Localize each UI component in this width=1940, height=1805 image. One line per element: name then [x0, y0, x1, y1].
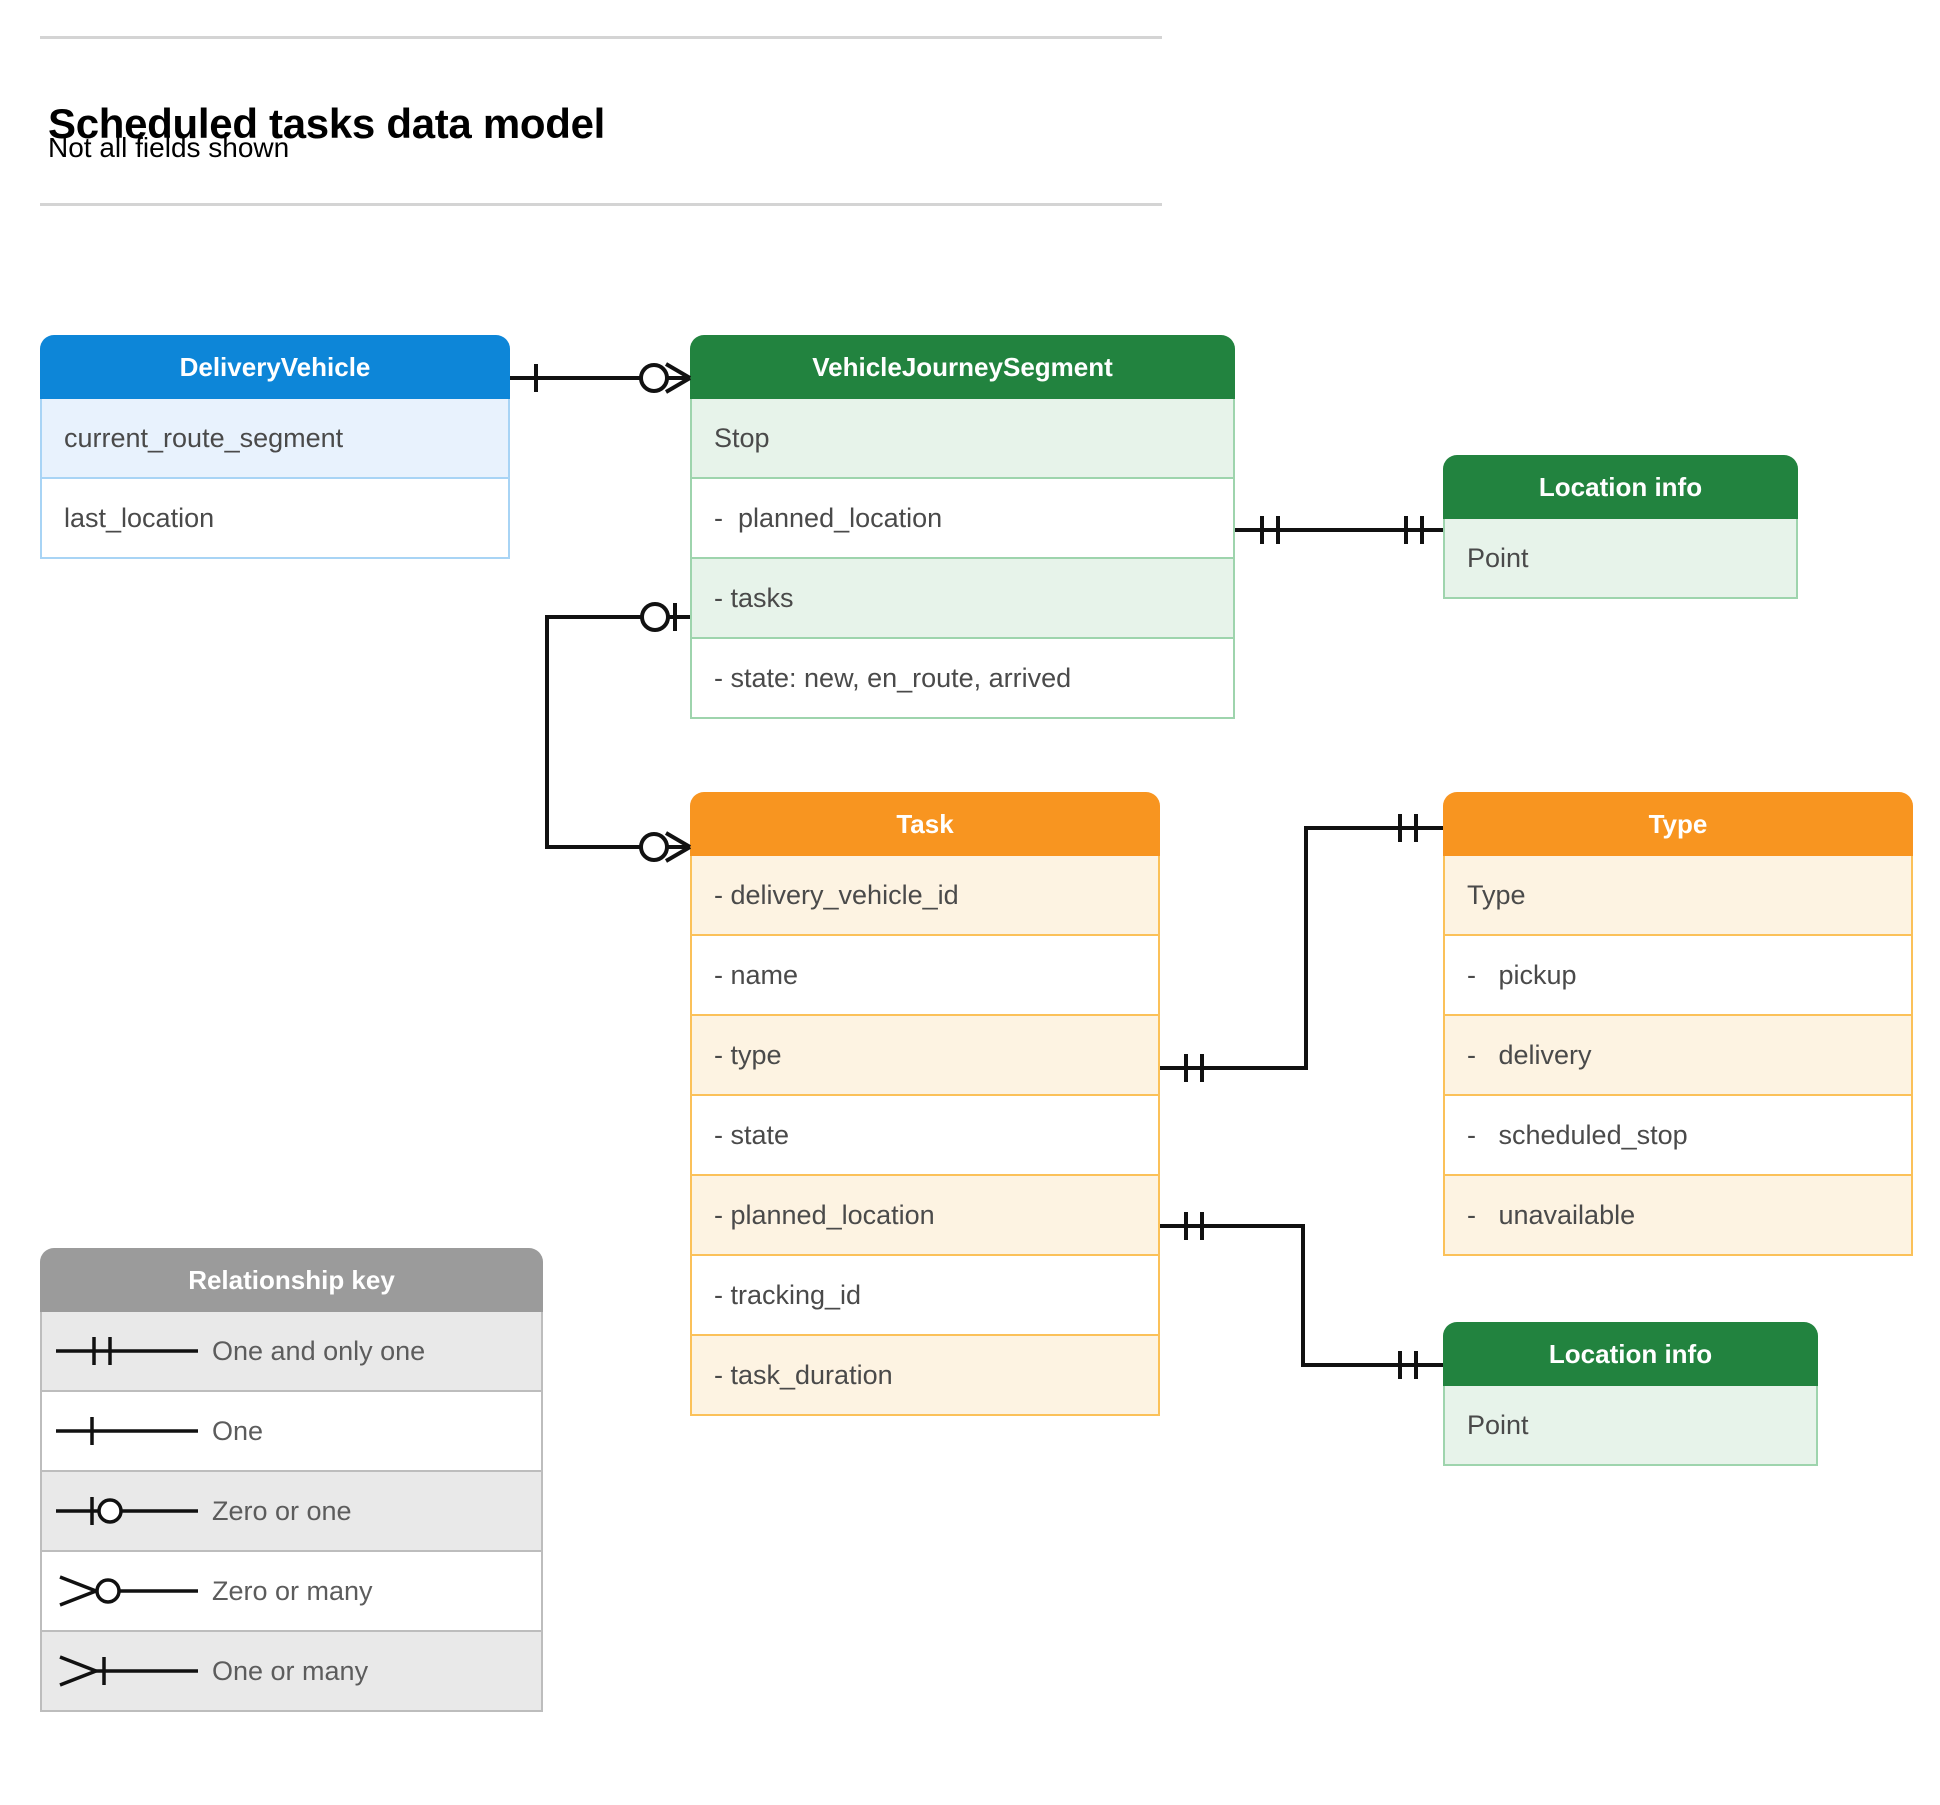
legend-item-label: Zero or one	[212, 1495, 352, 1526]
one-and-only-one-icon	[42, 1312, 212, 1390]
entity-location-info-bottom[interactable]: Location info Point	[1443, 1322, 1818, 1466]
entity-title-delivery-vehicle: DeliveryVehicle	[40, 335, 510, 399]
field-row: - delivery	[1443, 1016, 1913, 1096]
entity-vehicle-journey-segment[interactable]: VehicleJourneySegment Stop - planned_loc…	[690, 335, 1235, 719]
connector-journey-segment-tasks-to-task	[545, 602, 692, 863]
entity-title-location-info: Location info	[1443, 1322, 1818, 1386]
field-row: Point	[1443, 519, 1798, 599]
legend-item: One	[40, 1392, 543, 1472]
legend-item-label: One or many	[212, 1655, 369, 1686]
connector-journey-segment-planned-location-to-location-info	[1235, 516, 1443, 544]
field-row: - pickup	[1443, 936, 1913, 1016]
field-row: Point	[1443, 1386, 1818, 1466]
field-row: current_route_segment	[40, 399, 510, 479]
entity-title-vehicle-journey-segment: VehicleJourneySegment	[690, 335, 1235, 399]
field-row: - task_duration	[690, 1336, 1160, 1416]
field-row: - planned_location	[690, 1176, 1160, 1256]
entity-title-task: Task	[690, 792, 1160, 856]
entity-location-info-top[interactable]: Location info Point	[1443, 455, 1798, 599]
field-row: Type	[1443, 856, 1913, 936]
page-title: Scheduled tasks data model	[48, 100, 606, 148]
connector-task-type-to-type	[1160, 814, 1443, 1082]
field-row: - planned_location	[690, 479, 1235, 559]
field-row: - state: new, en_route, arrived	[690, 639, 1235, 719]
entity-delivery-vehicle[interactable]: DeliveryVehicle current_route_segment la…	[40, 335, 510, 559]
field-row: - tracking_id	[690, 1256, 1160, 1336]
connector-delivery-vehicle-to-journey-segment	[510, 362, 692, 394]
legend-item-label: One and only one	[212, 1335, 426, 1366]
field-row: - delivery_vehicle_id	[690, 856, 1160, 936]
legend-item: Zero or many	[40, 1552, 543, 1632]
connector-task-planned-location-to-location-info	[1160, 1212, 1443, 1379]
entity-title-type: Type	[1443, 792, 1913, 856]
field-row: Stop	[690, 399, 1235, 479]
header-divider-bottom	[40, 203, 1162, 206]
legend-title: Relationship key	[40, 1248, 543, 1312]
zero-or-one-icon	[42, 1472, 212, 1550]
entity-task[interactable]: Task - delivery_vehicle_id - name - type…	[690, 792, 1160, 1416]
field-row: - type	[690, 1016, 1160, 1096]
legend-item: Zero or one	[40, 1472, 543, 1552]
field-row: last_location	[40, 479, 510, 559]
field-row: - unavailable	[1443, 1176, 1913, 1256]
zero-or-many-icon	[42, 1552, 212, 1630]
one-icon	[42, 1392, 212, 1470]
legend-item: One and only one	[40, 1312, 543, 1392]
legend-relationship-key: Relationship key One and only one	[40, 1248, 543, 1712]
entity-title-location-info: Location info	[1443, 455, 1798, 519]
one-or-many-icon	[42, 1632, 212, 1710]
entity-type[interactable]: Type Type - pickup - delivery - schedule…	[1443, 792, 1913, 1256]
header-divider-top	[40, 36, 1162, 39]
field-row: - scheduled_stop	[1443, 1096, 1913, 1176]
legend-item-label: One	[212, 1415, 264, 1446]
field-row: - name	[690, 936, 1160, 1016]
legend-item-label: Zero or many	[212, 1575, 373, 1606]
legend-item: One or many	[40, 1632, 543, 1712]
field-row: - state	[690, 1096, 1160, 1176]
field-row: - tasks	[690, 559, 1235, 639]
page-subtitle: Not all fields shown	[48, 132, 290, 163]
